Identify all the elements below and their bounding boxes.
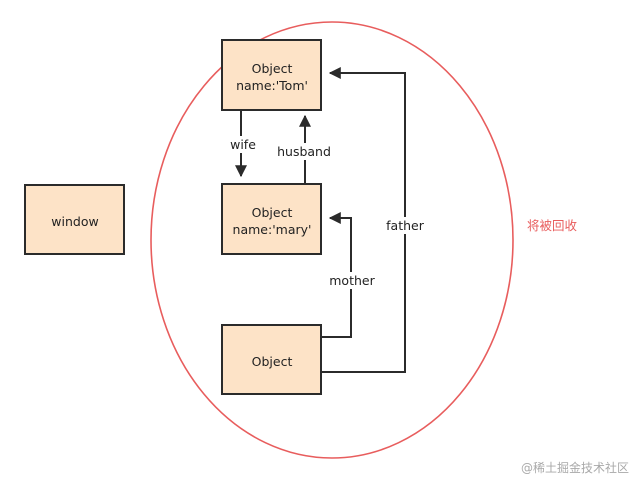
edge-mother: mother [322,212,376,338]
watermark-text: @稀土掘金技术社区 [521,460,629,475]
edge-father: father [322,67,428,373]
gc-label: 将被回收 [527,218,578,233]
edge-husband: husband [276,114,332,183]
node-tom: Object name:'Tom' [221,39,322,111]
node-mary: Object name:'mary' [221,183,322,255]
node-object: Object [221,324,322,395]
edge-husband-label: husband [277,144,331,159]
node-window-line-1: window [51,214,98,229]
node-mary-line-1: Object [252,205,293,220]
node-tom-line-2: name:'Tom' [236,78,308,93]
edge-father-label-bg [384,217,428,234]
edge-husband-label-bg [276,143,332,160]
node-object-line-1: Object [252,354,293,369]
edge-wife-label: wife [230,137,256,152]
node-object-box [221,324,322,395]
node-window-box [24,184,125,255]
node-tom-line-1: Object [252,61,293,76]
node-window: window [24,184,125,255]
edge-mother-label-bg [328,272,376,289]
edge-mother-label: mother [329,273,375,288]
node-mary-line-2: name:'mary' [233,222,312,237]
edge-wife-label-bg [226,136,258,153]
node-mary-box [221,183,322,255]
gc-boundary-ellipse [150,21,514,459]
node-tom-box [221,39,322,111]
edge-wife: wife [226,111,258,178]
edge-father-label: father [386,218,425,233]
